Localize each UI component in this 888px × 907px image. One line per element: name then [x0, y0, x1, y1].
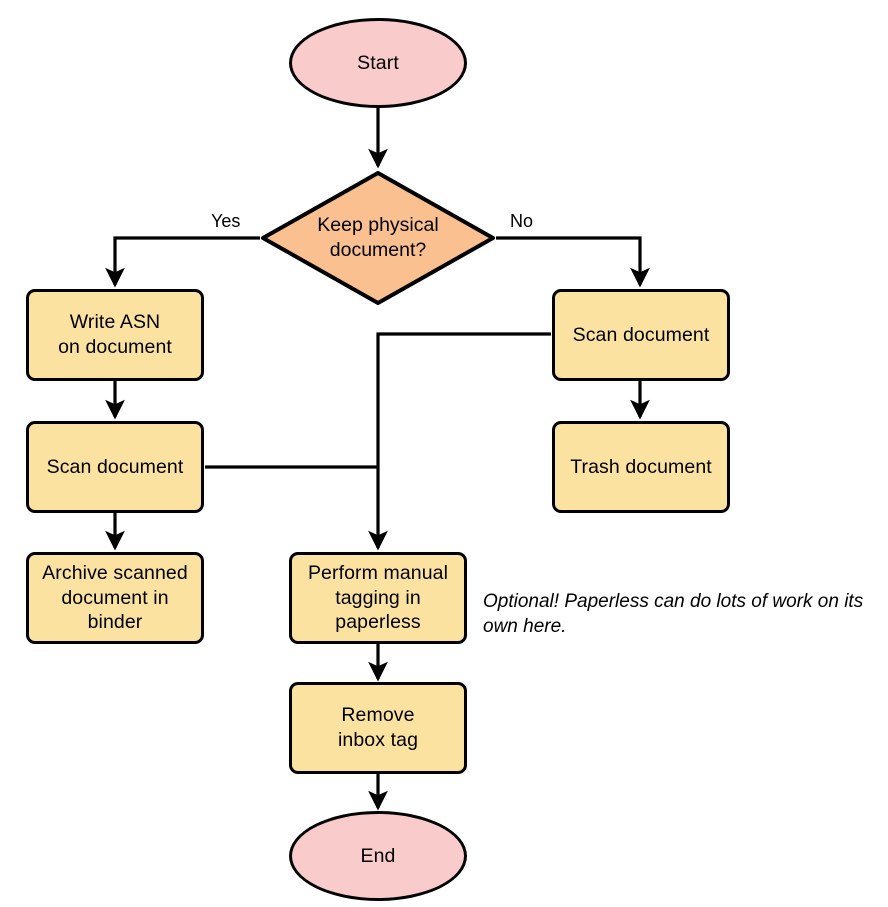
node-scan-document-left-label: Scan document — [46, 455, 184, 478]
node-scan-document-right-label: Scan document — [572, 323, 710, 346]
node-scan-document-right[interactable]: Scan document — [552, 289, 730, 381]
node-archive-scanned-document[interactable]: Archive scanned document in binder — [26, 552, 204, 644]
annotation-optional-note: Optional! Paperless can do lots of work … — [483, 591, 864, 638]
node-remove-inbox-tag[interactable]: Remove inbox tag — [289, 682, 467, 774]
node-scan-document-left[interactable]: Scan document — [26, 421, 204, 513]
node-trash-document-label: Trash document — [570, 455, 712, 478]
node-end-label: End — [360, 844, 396, 867]
node-decision[interactable]: Keep physical document? — [260, 170, 496, 306]
node-write-asn[interactable]: Write ASN on document — [26, 289, 204, 381]
node-start[interactable]: Start — [289, 18, 467, 108]
node-perform-manual-tagging[interactable]: Perform manual tagging in paperless — [289, 552, 467, 644]
node-remove-inbox-tag-label: Remove inbox tag — [337, 704, 419, 751]
node-archive-scanned-document-label: Archive scanned document in binder — [42, 561, 188, 634]
node-perform-manual-tagging-label: Perform manual tagging in paperless — [307, 561, 449, 634]
node-write-asn-label: Write ASN on document — [58, 311, 172, 358]
node-decision-label: Keep physical document? — [317, 214, 439, 261]
node-trash-document[interactable]: Trash document — [552, 421, 730, 513]
edge-label-no: No — [508, 211, 536, 232]
edge-decision-yes — [105, 236, 260, 288]
node-start-label: Start — [357, 51, 399, 74]
edge-label-yes: Yes — [209, 211, 243, 232]
edge-decision-no — [496, 236, 650, 288]
edge-scanright-to-tagging — [368, 332, 551, 551]
node-end[interactable]: End — [289, 811, 467, 901]
decision-diamond-shape — [261, 171, 495, 305]
